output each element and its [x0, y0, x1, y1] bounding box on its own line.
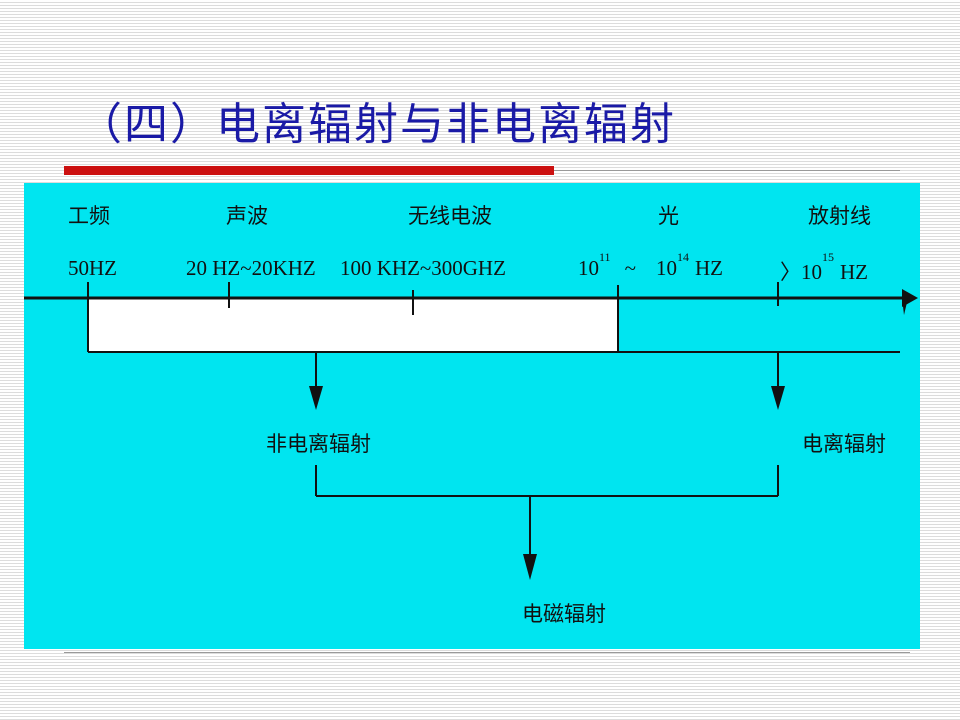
label-electromagnetic: 电磁辐射 — [522, 602, 606, 626]
freq-light-exp2: 14 — [676, 250, 689, 264]
freq-radiation-prefix: 〉 — [780, 260, 801, 284]
label-non-ionizing: 非电离辐射 — [266, 432, 371, 456]
bottom-rule — [64, 652, 910, 653]
axis-arrow-tail — [902, 298, 908, 315]
category-sound-wave: 声波 — [226, 204, 268, 228]
diagram-panel — [24, 183, 920, 649]
freq-power-frequency: 50HZ — [68, 256, 117, 280]
title-underline-red — [64, 166, 554, 175]
freq-light-base1: 10 — [578, 256, 599, 280]
arrow-to-em-head — [523, 554, 537, 580]
freq-radiation-unit: HZ — [840, 260, 868, 284]
freq-sound-wave: 20 HZ~20KHZ — [186, 256, 316, 280]
category-power-frequency: 工频 — [68, 204, 110, 228]
freq-light-exp1: 11 — [599, 250, 611, 264]
category-radio-wave: 无线电波 — [408, 204, 492, 228]
title-underline-gray — [554, 170, 900, 171]
category-radiation: 放射线 — [808, 204, 871, 228]
freq-light-sep: ~ — [624, 256, 636, 280]
category-light: 光 — [658, 204, 679, 228]
freq-light-unit: HZ — [694, 256, 723, 280]
non-ionizing-band — [88, 298, 618, 352]
freq-radiation-exp: 15 — [822, 250, 834, 264]
label-ionizing: 电离辐射 — [802, 432, 886, 456]
arrow-to-non-ionizing-head — [309, 386, 323, 410]
freq-radiation-base: 10 — [801, 260, 822, 284]
freq-radio-wave: 100 KHZ~300GHZ — [340, 256, 506, 280]
arrow-to-ionizing-head — [771, 386, 785, 410]
freq-radiation: 〉1015HZ — [780, 250, 868, 286]
slide-title: （四）电离辐射与非电离辐射 — [78, 99, 676, 150]
freq-light-base2: 10 — [655, 256, 677, 280]
